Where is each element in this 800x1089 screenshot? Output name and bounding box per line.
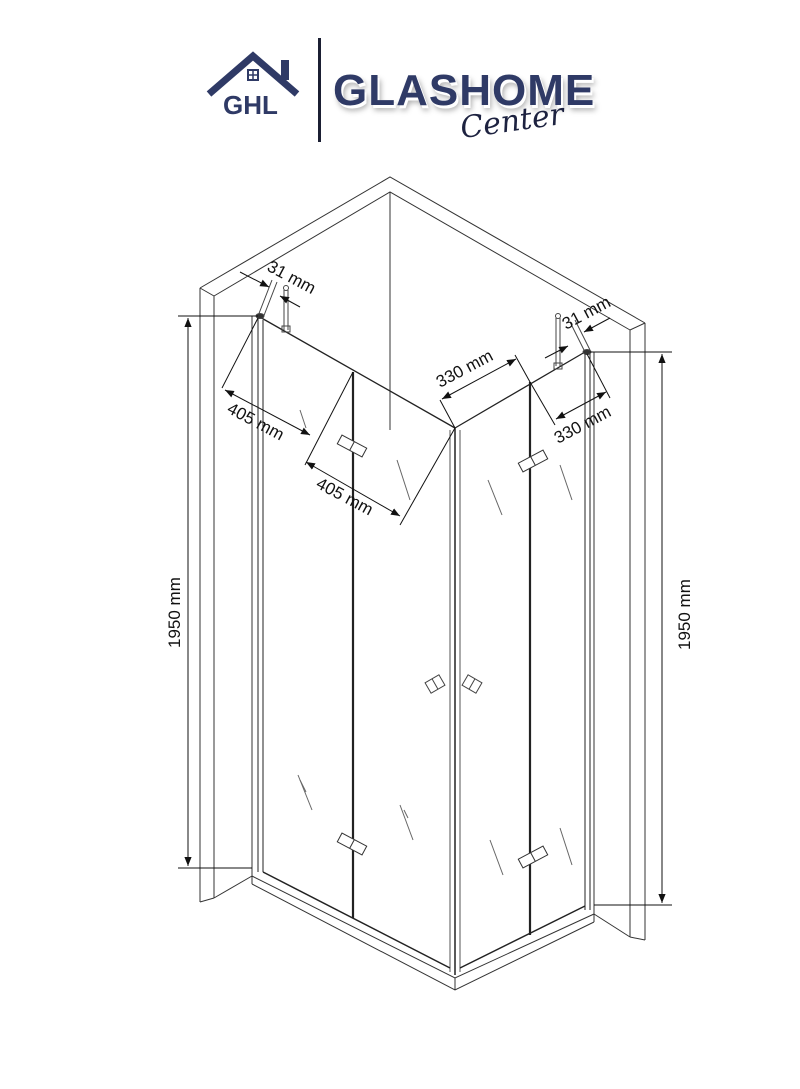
dim-label-left-inner-panel: 405 mm (313, 474, 376, 520)
dim-label-right-inner-panel: 330 mm (433, 346, 496, 392)
handle-icon (461, 674, 483, 694)
dim-label-left-profile: 31 mm (264, 257, 319, 298)
dim-label-height-right: 1950 mm (675, 579, 694, 650)
dim-label-right-outer-panel: 330 mm (551, 402, 614, 448)
hinges (336, 434, 549, 869)
shower-tray (251, 871, 595, 991)
handle-icon (424, 674, 446, 694)
logo-divider (318, 38, 321, 142)
dim-label-right-profile: 31 mm (559, 292, 614, 333)
svg-text:GHL: GHL (223, 90, 278, 116)
dim-label-left-outer-panel: 405 mm (224, 399, 287, 445)
hinge-icon (517, 845, 549, 869)
glass-panels (257, 318, 591, 975)
dimension-lines (178, 271, 672, 906)
house-monogram-icon: GHL (206, 51, 300, 116)
top-edges (257, 315, 586, 429)
hinge-icon (517, 449, 549, 473)
walls (199, 176, 646, 941)
stabilizer-brackets (255, 279, 592, 370)
brand-logo: GHL GLASHOME Center (205, 36, 605, 156)
hinge-icon (336, 434, 368, 458)
dim-label-height-left: 1950 mm (165, 577, 184, 648)
brand-name: GLASHOME (333, 66, 596, 115)
door-handles (424, 674, 483, 694)
hinge-icon (336, 832, 368, 856)
